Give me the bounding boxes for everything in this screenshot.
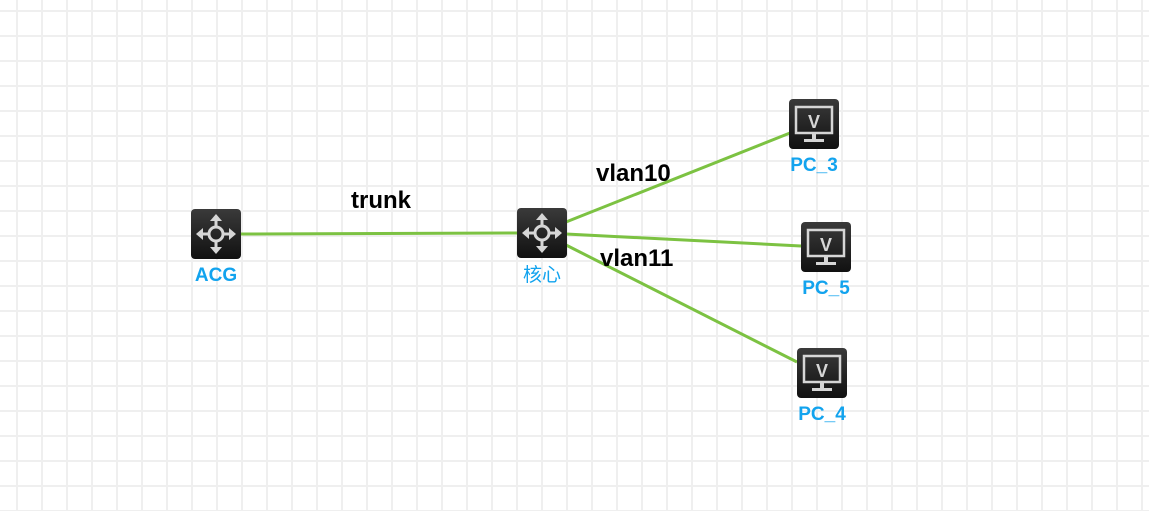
svg-text:V: V <box>816 361 828 381</box>
link-core-pc3[interactable] <box>565 131 791 224</box>
monitor-icon: V <box>801 222 851 272</box>
svg-text:V: V <box>808 112 820 132</box>
link-label-vlan10: vlan10 <box>596 160 671 187</box>
link-core-pc4[interactable] <box>565 243 798 364</box>
svg-text:V: V <box>820 235 832 255</box>
link-core-pc5[interactable] <box>565 232 802 248</box>
node-core[interactable]: 核心 <box>517 208 567 286</box>
link-acg-core[interactable] <box>240 231 519 236</box>
switch-arrows-icon <box>191 209 241 259</box>
node-label-core: 核心 <box>522 264 562 286</box>
node-label-acg: ACG <box>194 265 238 286</box>
node-pc4[interactable]: V PC_4 <box>797 348 847 425</box>
node-label-pc4: PC_4 <box>798 404 846 425</box>
node-label-pc5: PC_5 <box>802 278 850 299</box>
monitor-icon: V <box>789 99 839 149</box>
node-pc5[interactable]: V PC_5 <box>801 222 851 299</box>
switch-arrows-icon <box>517 208 567 258</box>
monitor-icon: V <box>797 348 847 398</box>
link-label-trunk: trunk <box>351 187 411 214</box>
node-acg[interactable]: ACG <box>191 209 241 286</box>
node-pc3[interactable]: V PC_3 <box>789 99 839 176</box>
node-label-pc3: PC_3 <box>790 155 838 176</box>
link-label-vlan11: vlan11 <box>600 245 674 272</box>
